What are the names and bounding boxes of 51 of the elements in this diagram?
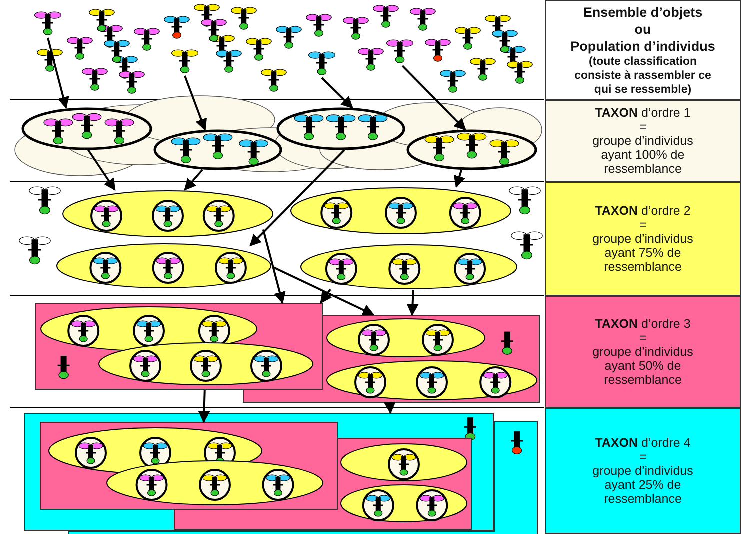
group-ellipse: [62, 190, 274, 238]
header-panel: [545, 0, 741, 100]
group-ellipse: [300, 244, 518, 290]
insect-icon: [35, 10, 61, 38]
arrow: [198, 390, 210, 424]
arrow: [402, 65, 466, 131]
arrow: [320, 288, 332, 304]
arrow: [87, 149, 116, 191]
group-box: [40, 422, 338, 510]
group-ellipse: [106, 460, 324, 506]
panel-text: Population d’individus: [570, 38, 716, 54]
group-ellipse: [290, 187, 512, 235]
group-ellipse: [340, 443, 468, 482]
arrow: [184, 76, 208, 132]
taxon-panel: [545, 182, 741, 296]
group-ellipse: [340, 484, 468, 523]
arrow: [184, 169, 204, 191]
group-ellipse: [326, 360, 538, 401]
arrow: [262, 230, 286, 304]
insect-icon: [172, 48, 198, 76]
panel-text: (toute classification consiste à rassembler ce qui se ressemble): [574, 54, 712, 96]
panel-text: =: [639, 450, 647, 464]
taxon-panel: [545, 100, 741, 182]
arrow: [321, 77, 354, 109]
panel-heading: TAXON d’ordre 4: [595, 436, 691, 450]
group-box: [24, 413, 494, 531]
panel-text: ou: [634, 20, 652, 38]
panel-text: =: [639, 331, 647, 345]
panel-text: groupe d’individus ayant 25% de ressemblance: [592, 464, 694, 506]
arrow: [406, 290, 419, 316]
arrow: [384, 402, 396, 414]
panel-text: =: [639, 120, 647, 134]
panel-text: groupe d’individus ayant 50% de ressemblance: [592, 345, 694, 387]
arrow: [274, 266, 375, 316]
insect-icon: [387, 38, 413, 66]
group-ellipse: [98, 342, 314, 386]
insect-icon: [309, 50, 335, 78]
panel-heading: Ensemble d’objets: [583, 4, 703, 20]
group-ellipse: [56, 243, 272, 289]
group-ellipse: [326, 318, 486, 358]
group-box: [35, 303, 323, 390]
panel-heading: TAXON d’ordre 3: [595, 317, 691, 331]
arrow: [454, 170, 466, 188]
panel-text: groupe d’individus ayant 100% de ressemblance: [592, 134, 694, 176]
panel-heading: TAXON d’ordre 2: [595, 204, 691, 218]
arrow: [47, 38, 70, 110]
panel-heading: TAXON d’ordre 1: [595, 106, 691, 120]
panel-text: =: [639, 218, 647, 232]
panel-text: groupe d’individus ayant 75% de ressemblance: [592, 232, 694, 274]
taxon-panel: [545, 296, 741, 408]
taxon-panel: [545, 408, 741, 534]
